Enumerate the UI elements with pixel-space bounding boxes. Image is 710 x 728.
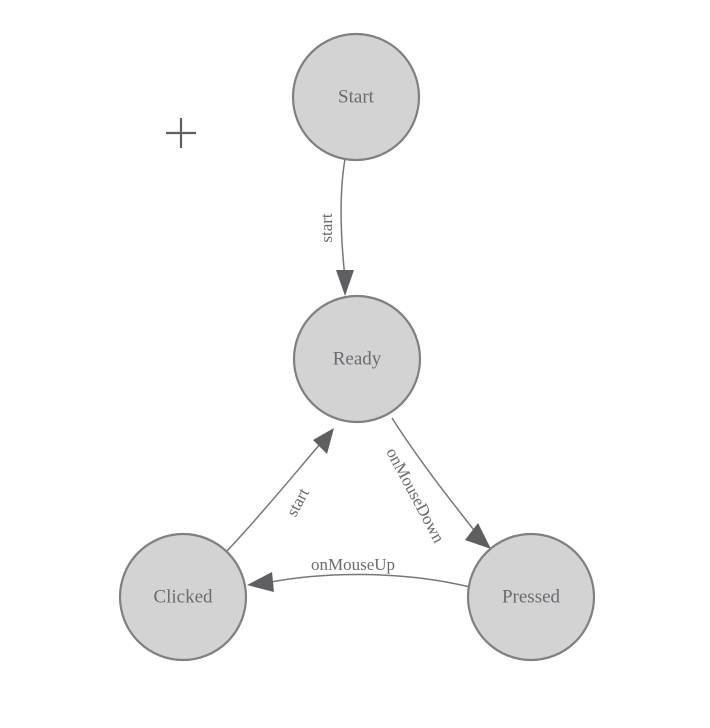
arrowhead-icon <box>465 523 491 549</box>
node-label-start: Start <box>338 86 375 107</box>
node-pressed[interactable]: Pressed <box>466 532 596 662</box>
edge-pressed-to-clicked[interactable]: onMouseUp <box>247 555 471 592</box>
node-label-pressed: Pressed <box>502 586 561 607</box>
edge-path <box>391 417 478 535</box>
arrowhead-icon <box>336 270 354 296</box>
edge-label-ready-to-pressed: onMouseDown <box>382 445 448 547</box>
edge-label-pressed-to-clicked: onMouseUp <box>311 555 395 574</box>
edge-path <box>265 573 471 588</box>
node-label-ready: Ready <box>333 348 382 369</box>
node-circle <box>466 532 596 662</box>
node-ready[interactable]: Ready <box>292 294 422 424</box>
arrowhead-icon <box>313 428 334 454</box>
node-circle <box>291 32 421 162</box>
edge-ready-to-pressed[interactable]: onMouseDown <box>382 417 491 549</box>
node-label-clicked: Clicked <box>153 586 213 607</box>
node-start[interactable]: Start <box>291 32 421 162</box>
node-circle <box>292 294 422 424</box>
edge-path <box>225 442 322 553</box>
node-clicked[interactable]: Clicked <box>118 532 248 662</box>
edge-start-to-ready[interactable]: start <box>317 158 354 296</box>
crosshair-icon <box>166 118 196 148</box>
edge-clicked-to-ready[interactable]: start <box>225 428 334 553</box>
node-circle <box>118 532 248 662</box>
arrowhead-icon <box>247 572 274 592</box>
edge-path <box>340 158 346 279</box>
edge-label-clicked-to-ready: start <box>282 485 313 520</box>
edge-label-start-to-ready: start <box>317 213 336 243</box>
